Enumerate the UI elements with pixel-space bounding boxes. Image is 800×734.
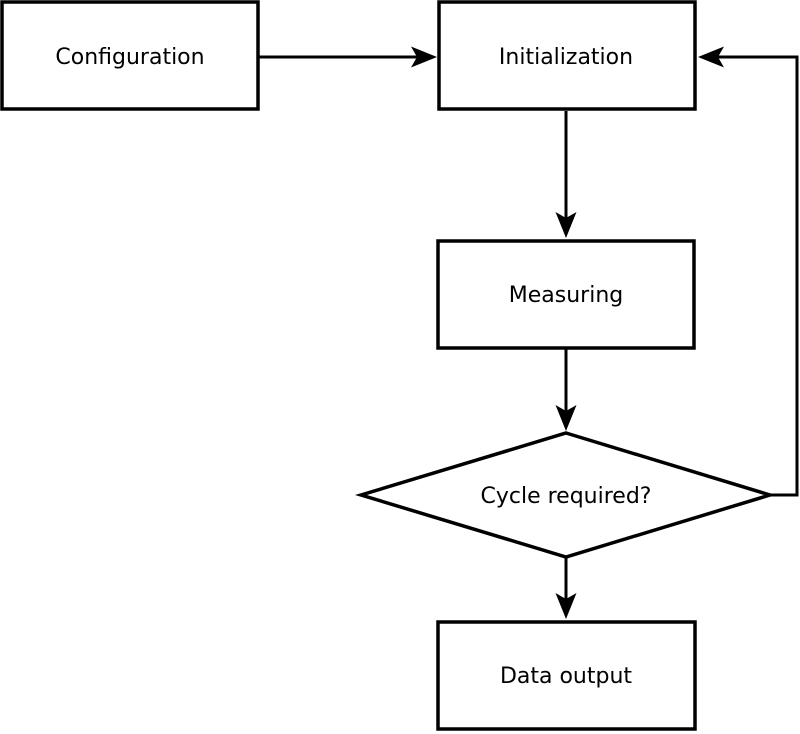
edge-cycle-required-to-initialization-feedback	[698, 46, 799, 497]
node-cycle-required-label: Cycle required?	[481, 484, 652, 509]
arrowhead-right-icon	[411, 46, 437, 68]
node-measuring: Measuring	[436, 239, 696, 350]
process-box	[0, 0, 260, 111]
process-box	[436, 620, 697, 731]
arrowhead-left-icon	[698, 46, 724, 68]
arrowhead-down-icon	[555, 212, 577, 238]
edge-line	[717, 55, 799, 497]
arrowhead-down-icon	[555, 405, 577, 431]
decision-diamond	[354, 431, 777, 559]
edge-measuring-to-cycle-required	[555, 347, 577, 431]
node-configuration: Configuration	[0, 0, 260, 111]
process-box	[436, 239, 696, 350]
node-data-output: Data output	[436, 620, 697, 731]
node-configuration-label: Configuration	[55, 45, 204, 70]
node-initialization: Initialization	[437, 0, 697, 111]
edge-initialization-to-measuring	[555, 111, 577, 238]
arrowhead-down-icon	[555, 593, 577, 619]
edge-configuration-to-initialization	[259, 46, 437, 68]
edge-cycle-required-to-data-output	[555, 556, 577, 619]
node-measuring-label: Measuring	[509, 283, 623, 308]
node-data-output-label: Data output	[500, 664, 632, 689]
node-initialization-label: Initialization	[499, 45, 633, 70]
node-cycle-required: Cycle required?	[354, 431, 777, 559]
process-box	[437, 0, 697, 111]
